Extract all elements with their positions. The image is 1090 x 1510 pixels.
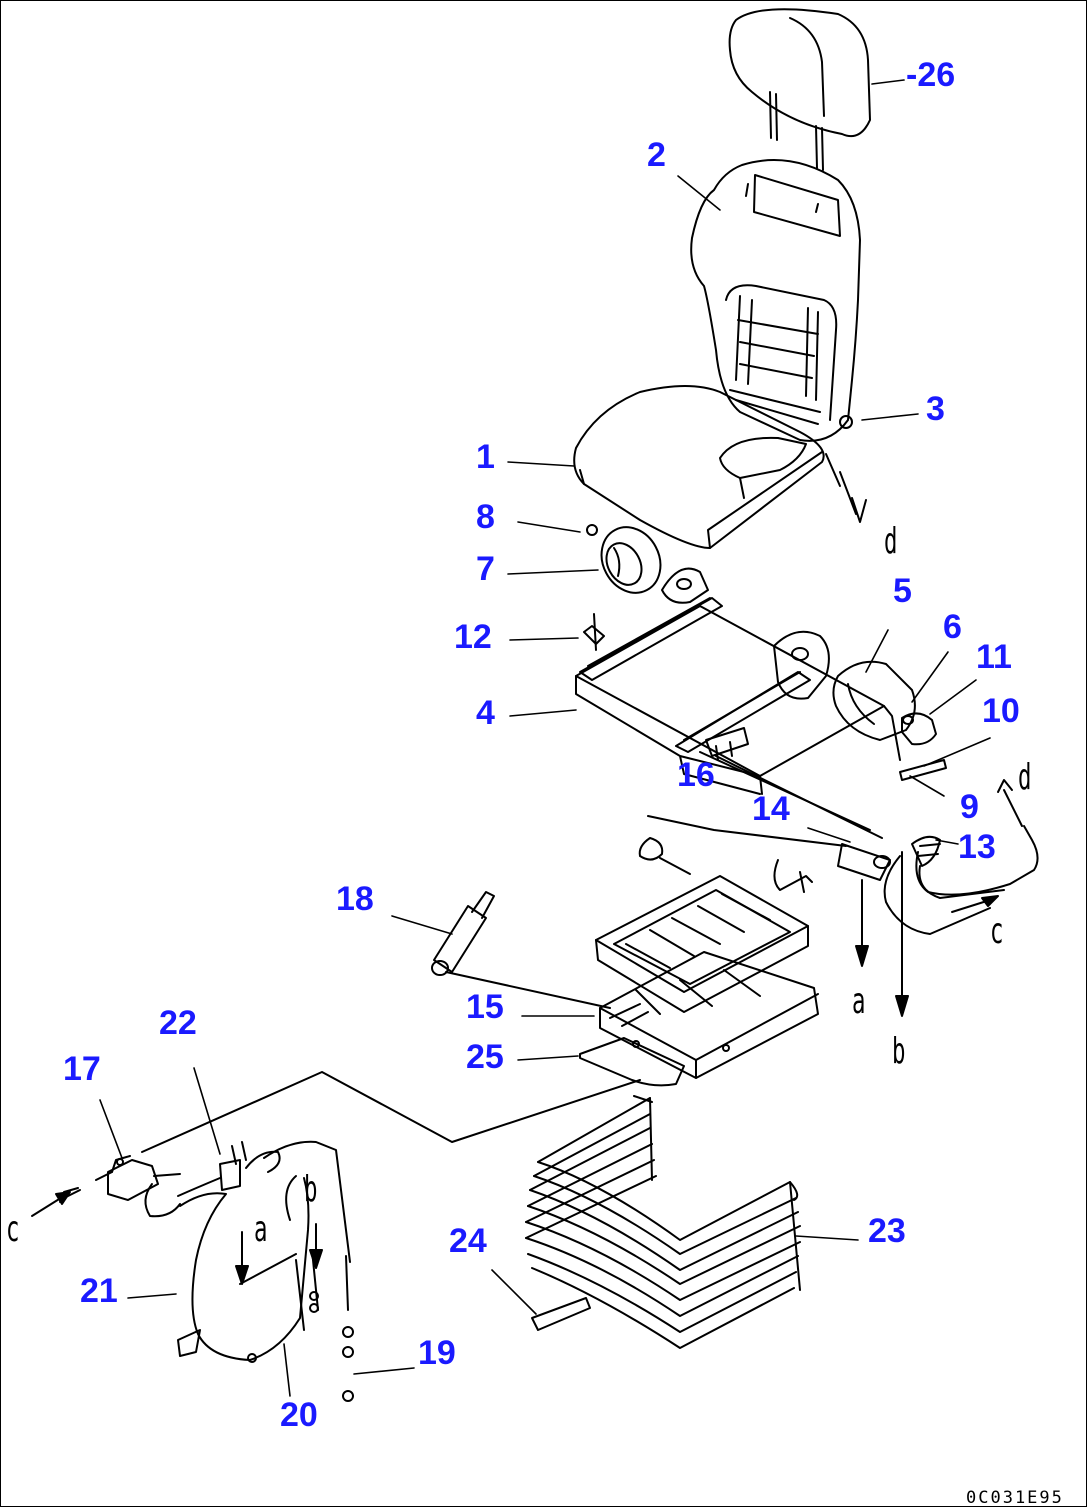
- callout-6: 6: [943, 608, 962, 646]
- callout-16: 16: [677, 756, 715, 794]
- armrest-cover-drawing: [832, 660, 937, 746]
- ref-c-left: c: [6, 1209, 20, 1250]
- suspension-drawing: [595, 875, 819, 1079]
- callout-19: 19: [418, 1334, 456, 1372]
- callout-4: 4: [476, 694, 495, 732]
- callout-21: 21: [80, 1272, 118, 1310]
- callout-25: 25: [466, 1038, 504, 1076]
- callout-11: 11: [976, 638, 1012, 676]
- bolt-24-drawing: [531, 1297, 591, 1331]
- knob-7-drawing: [600, 526, 662, 594]
- harness-drawing: [95, 1140, 354, 1402]
- drawing-code: 0C031E95: [966, 1488, 1064, 1508]
- callout-2: 2: [647, 136, 666, 174]
- nut-8-drawing: [586, 524, 598, 536]
- callout-10: 10: [982, 692, 1020, 730]
- ref-c-right: c: [990, 911, 1004, 952]
- ref-a-harness: a: [254, 1209, 268, 1250]
- callout-3: 3: [926, 390, 945, 428]
- callout-23: 23: [868, 1212, 906, 1250]
- ref-b-lower: b: [892, 1031, 906, 1072]
- callout-18: 18: [336, 880, 374, 918]
- ref-a-lower: a: [852, 981, 866, 1022]
- callout-14: 14: [752, 790, 790, 828]
- callout-1: 1: [476, 438, 495, 476]
- seat-cushion-drawing: [573, 385, 841, 549]
- callout-24: 24: [449, 1222, 487, 1260]
- backrest-drawing: [690, 159, 861, 442]
- reference-arrows: [31, 471, 1023, 1285]
- lever-9-drawing: [899, 759, 947, 781]
- tray-25-drawing: [579, 1037, 685, 1087]
- callout-17: 17: [63, 1050, 101, 1088]
- bracket-14-drawing: [638, 815, 941, 893]
- leader-lines: [99, 79, 991, 1397]
- callout-26: -26: [906, 56, 956, 94]
- bracket-right-drawing: [773, 630, 830, 700]
- ref-b-harness: b: [304, 1169, 318, 1210]
- bracket-left-drawing: [661, 567, 709, 604]
- callout-7: 7: [476, 550, 495, 588]
- callout-9: 9: [960, 788, 979, 826]
- callout-13: 13: [958, 828, 996, 866]
- damper-18-drawing: [431, 891, 611, 1009]
- callout-20: 20: [280, 1396, 318, 1434]
- leader-connection: [141, 1071, 641, 1153]
- headrest-drawing: [728, 8, 871, 171]
- callout-8: 8: [476, 498, 495, 536]
- callout-12: 12: [454, 618, 492, 656]
- callout-5: 5: [893, 572, 912, 610]
- callout-15: 15: [466, 988, 504, 1026]
- bellows-23-drawing: [525, 1095, 801, 1349]
- ref-d-right: d: [1018, 757, 1032, 798]
- slide-frame-drawing: [575, 597, 901, 795]
- callout-22: 22: [159, 1004, 197, 1042]
- ref-d-seat: d: [884, 521, 898, 562]
